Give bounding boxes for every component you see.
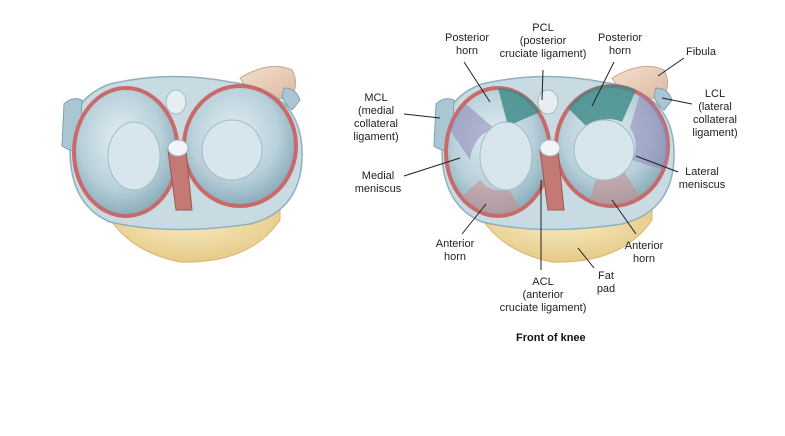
- label-anterior-horn-left: Anterior horn: [435, 238, 475, 263]
- leader-lateral-meniscus: [635, 155, 679, 173]
- leader-medial-meniscus: [403, 157, 461, 177]
- leader-posterior-horn-left: [463, 61, 491, 103]
- leader-lcl: [661, 97, 693, 105]
- leader-fat-pad: [577, 247, 595, 269]
- label-pcl: PCL (posterior cruciate ligament): [499, 22, 587, 60]
- label-acl: ACL (anterior cruciate ligament): [499, 276, 587, 314]
- label-anterior-horn-right: Anterior horn: [624, 240, 664, 265]
- label-medial-meniscus: Medial meniscus: [354, 170, 402, 195]
- medial-anterior-horn-zone: [462, 180, 520, 214]
- lateral-body-zone: [630, 94, 669, 170]
- label-posterior-horn-left: Posterior horn: [444, 32, 490, 57]
- label-lateral-meniscus: Lateral meniscus: [678, 166, 726, 191]
- figure-caption: Front of knee: [516, 332, 586, 344]
- left-knee-illustration: [61, 65, 303, 263]
- label-fibula: Fibula: [686, 46, 716, 58]
- leader-anterior-horn-right: [611, 199, 637, 235]
- label-posterior-horn-right: Posterior horn: [597, 32, 643, 57]
- right-knee-illustration: [433, 65, 675, 263]
- label-fat-pad: Fat pad: [596, 270, 616, 295]
- label-mcl: MCL (medial collateral ligament): [353, 92, 399, 143]
- label-lcl: LCL (lateral collateral ligament): [692, 88, 738, 139]
- leader-posterior-horn-right: [591, 61, 615, 107]
- leader-anterior-horn-left: [461, 203, 487, 235]
- medial-body-zone: [450, 104, 496, 160]
- leader-mcl: [403, 113, 441, 119]
- leader-lines: [403, 57, 693, 270]
- leader-pcl: [541, 69, 544, 101]
- lateral-posterior-horn-zone: [568, 84, 636, 128]
- leader-fibula: [657, 57, 685, 77]
- medial-posterior-horn-zone: [498, 87, 540, 126]
